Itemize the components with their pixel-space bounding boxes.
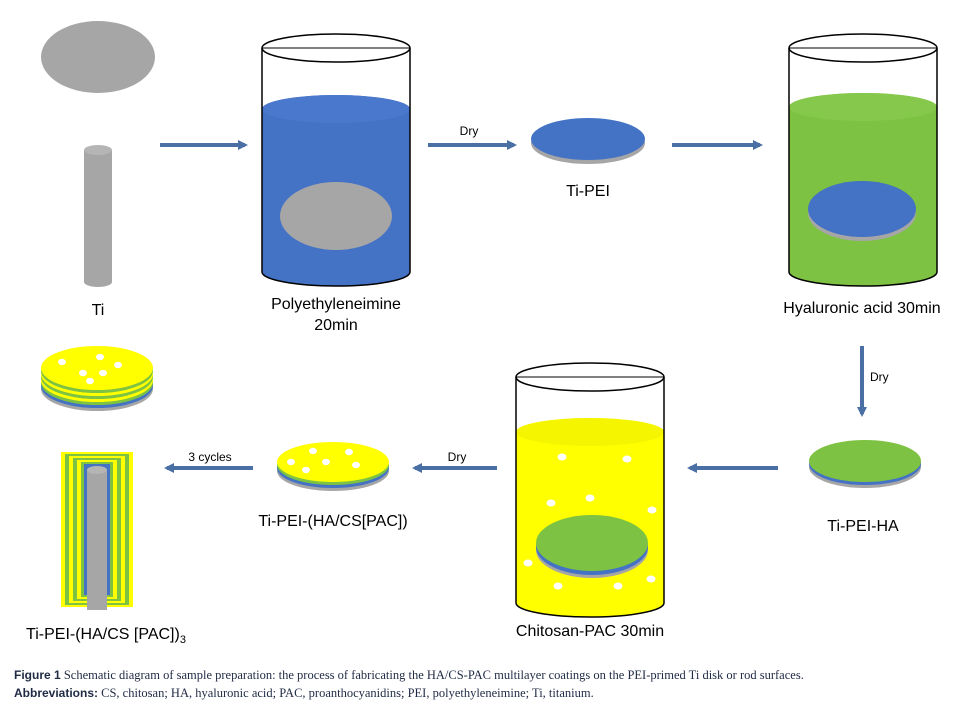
ti-pei-ha-disk: [809, 440, 921, 488]
ti-pei-hacs-disk: [277, 442, 389, 491]
label-final: Ti-PEI-(HA/CS [PAC])3: [26, 626, 186, 646]
label-ti-pei: Ti-PEI: [566, 183, 610, 200]
label-cycles: 3 cycles: [188, 450, 231, 464]
caption-line-2: Abbreviations: CS, chitosan; HA, hyaluro…: [14, 684, 964, 702]
label-ti-pei-hacs: Ti-PEI-(HA/CS[PAC]): [258, 513, 407, 530]
coated-rod: [61, 452, 133, 610]
label-dry-2: Dry: [870, 370, 889, 384]
ti-disk: [41, 21, 155, 93]
label-ti-pei-ha: Ti-PEI-HA: [827, 518, 899, 535]
ti-pei-disk: [531, 118, 645, 164]
abbreviations-text: CS, chitosan; HA, hyaluronic acid; PAC, …: [98, 686, 594, 700]
label-ha: Hyaluronic acid 30min: [783, 300, 940, 317]
figure-caption: Figure 1 Schematic diagram of sample pre…: [14, 666, 964, 702]
figure-label: Figure 1: [14, 668, 61, 682]
ti-rod: [84, 145, 112, 287]
beaker-ha: [788, 33, 938, 287]
label-pei-line1: Polyethyleneimine: [271, 296, 401, 313]
abbreviations-label: Abbreviations:: [14, 686, 99, 700]
label-dry-1: Dry: [460, 124, 479, 138]
label-dry-3: Dry: [448, 450, 467, 464]
beaker-chitosan: [515, 362, 665, 618]
label-pei-line2: 20min: [314, 317, 358, 334]
label-chitosan: Chitosan-PAC 30min: [516, 623, 664, 640]
label-ti: Ti: [92, 302, 105, 319]
beaker-pei: [261, 33, 411, 287]
figure-text: Schematic diagram of sample preparation:…: [60, 668, 804, 682]
caption-line-1: Figure 1 Schematic diagram of sample pre…: [14, 666, 964, 684]
multilayer-disk: [41, 346, 153, 411]
